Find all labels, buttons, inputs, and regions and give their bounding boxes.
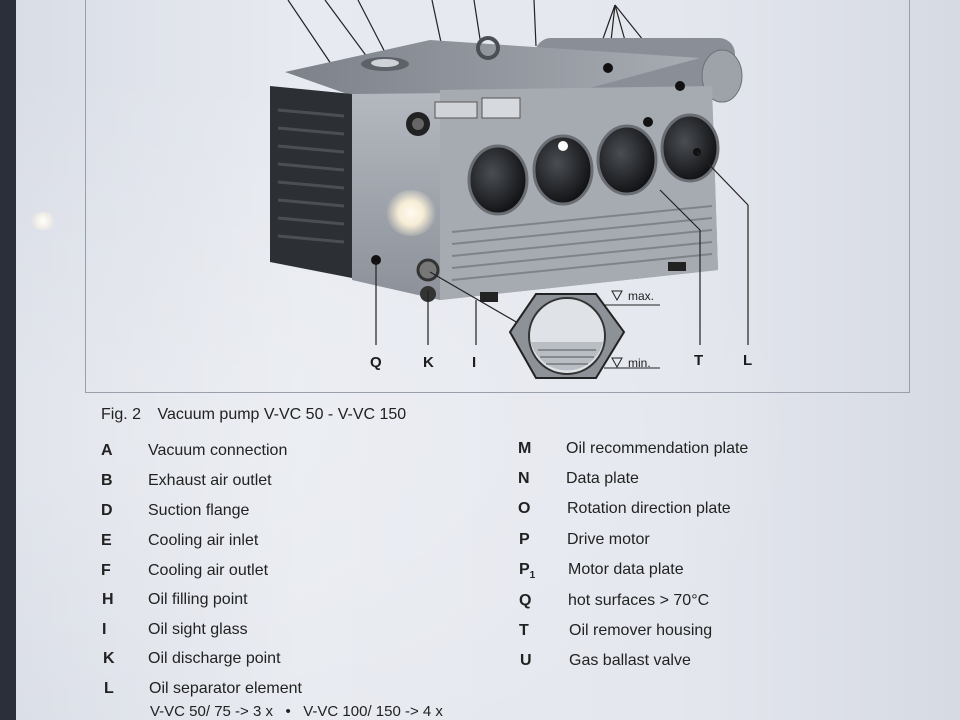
- callout-i: I: [472, 354, 477, 371]
- foot: [480, 292, 498, 302]
- legend-sublabel: V-VC 50/ 75 -> 3 x • V-VC 100/ 150 -> 4 …: [150, 703, 443, 720]
- camera-flash-reflection: [30, 212, 56, 230]
- housing-ribs: [451, 205, 713, 281]
- callout-k: K: [423, 354, 434, 371]
- lifting-eye: [476, 36, 500, 60]
- data-plate: [434, 101, 478, 119]
- callout-q: Q: [370, 354, 382, 371]
- vacuum-pump-illustration: max. min.: [277, 0, 749, 379]
- figure-title: Vacuum pump V-VC 50 - V-VC 150: [157, 406, 407, 423]
- pump-top: [285, 40, 700, 96]
- figure-caption: Fig. 2 Vacuum pump V-VC 50 - V-VC 150: [101, 406, 406, 424]
- callout-t: T: [694, 352, 704, 369]
- gauge-max-label: max.: [628, 289, 654, 303]
- figure-frame: [85, 0, 910, 393]
- oil-sight-glass-port: [416, 258, 440, 282]
- figure-number: Fig. 2: [101, 406, 142, 423]
- oil-separator-caps: [467, 113, 720, 216]
- bottom-leader-lines: [375, 151, 749, 345]
- oil-recommendation-plate: [481, 97, 521, 119]
- callout-l: L: [743, 352, 753, 369]
- gauge-min-label: min.: [628, 356, 651, 370]
- photo-glare: [385, 190, 437, 236]
- sight-glass-detail: max. min.: [508, 289, 660, 379]
